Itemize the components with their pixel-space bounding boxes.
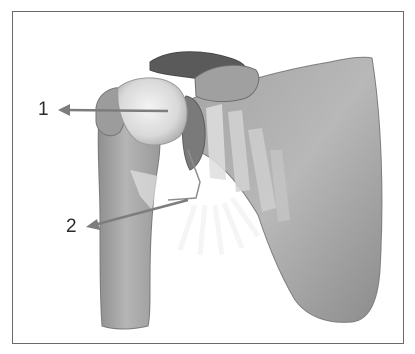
callout-label-1: 1 <box>38 99 49 121</box>
callout-label-2: 2 <box>66 216 77 238</box>
capsule-glow <box>180 198 258 255</box>
